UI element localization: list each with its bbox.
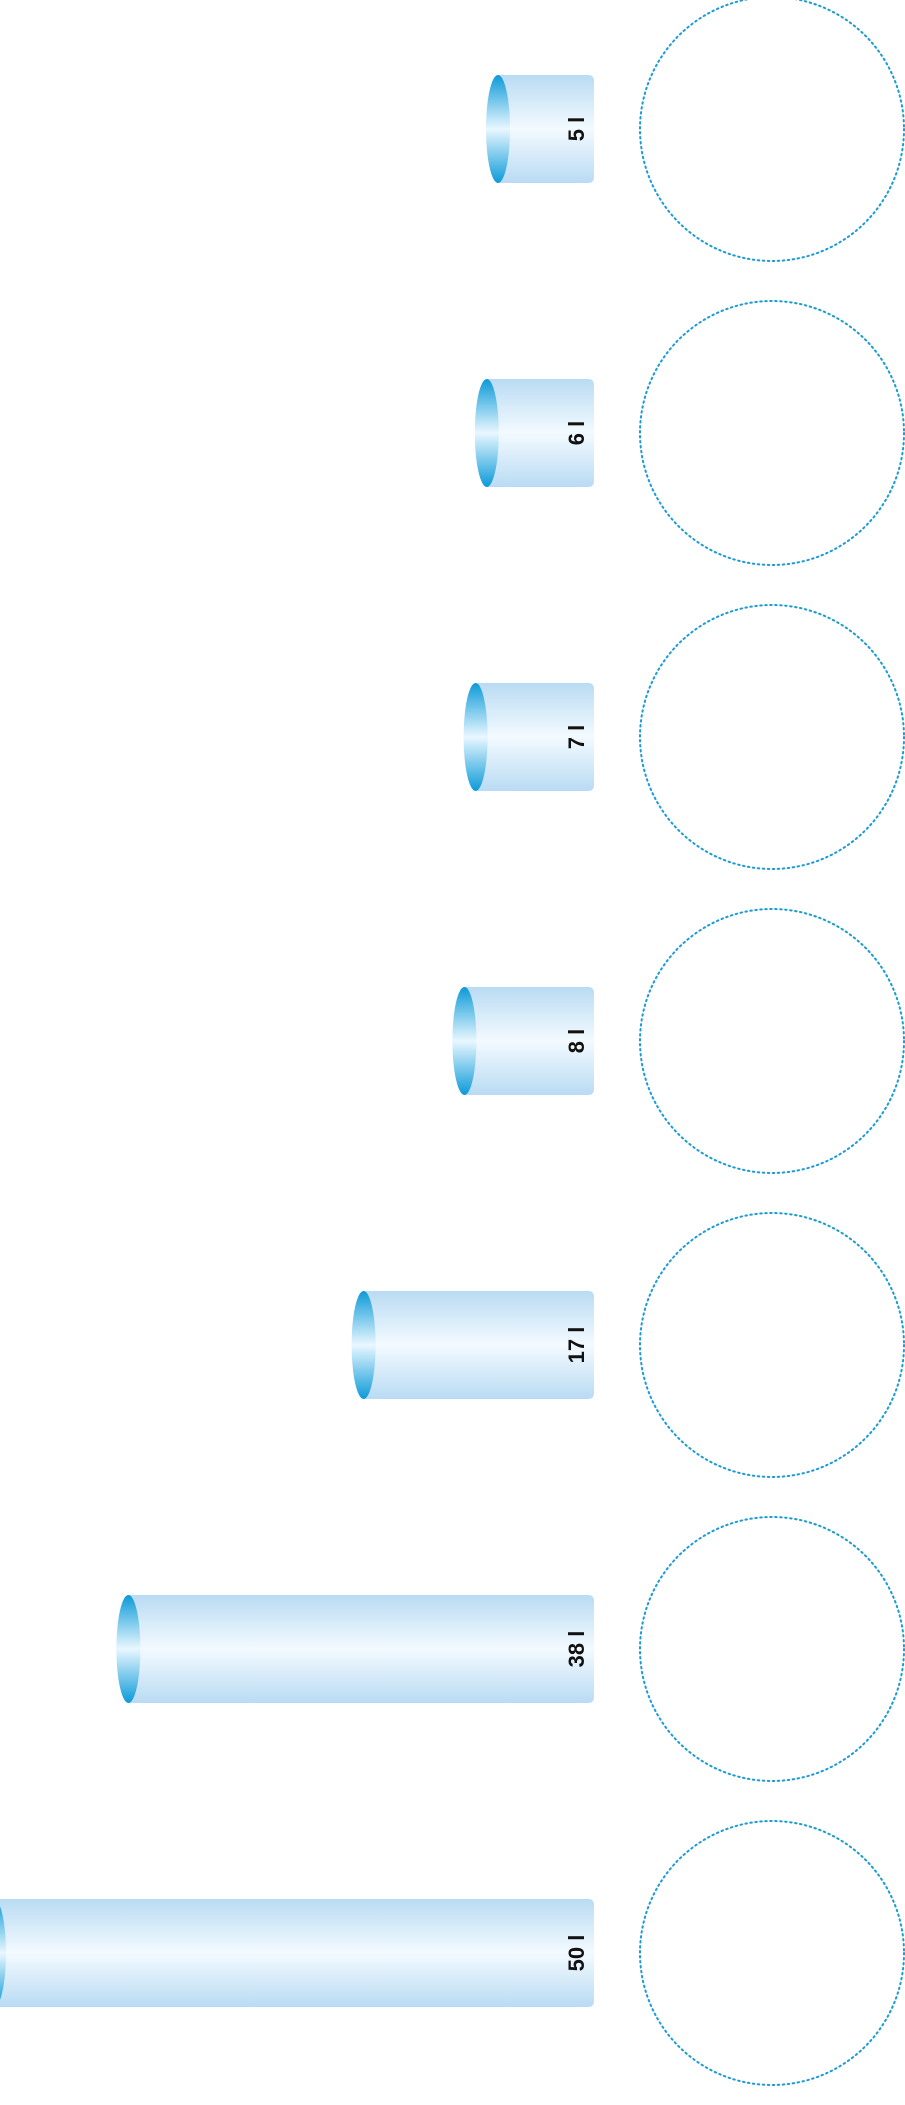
bar-label: 5 l <box>564 117 589 141</box>
dotted-circle <box>639 1516 905 1782</box>
bar-row: 50 l <box>0 1820 905 2086</box>
bar <box>363 1291 594 1399</box>
bar-cap <box>351 1291 376 1399</box>
dotted-circle <box>639 300 905 566</box>
bar <box>475 683 594 791</box>
bar-cap <box>116 1595 141 1703</box>
dotted-circle <box>639 1212 905 1478</box>
bar-row: 17 l <box>351 1212 905 1478</box>
bar-row: 6 l <box>474 300 905 566</box>
bar-label: 7 l <box>564 725 589 749</box>
bar-cap <box>486 75 510 183</box>
bar <box>486 379 594 487</box>
bar-cap <box>463 683 488 791</box>
bar <box>498 75 594 183</box>
dotted-circle <box>639 0 905 262</box>
bar <box>464 987 594 1095</box>
dotted-circle <box>639 908 905 1174</box>
bar-row: 38 l <box>116 1516 905 1782</box>
bar-label: 8 l <box>564 1029 589 1053</box>
bar-row: 8 l <box>452 908 905 1174</box>
dotted-circle <box>639 1820 905 2086</box>
bar-row: 5 l <box>486 0 905 262</box>
bar-label: 17 l <box>564 1327 589 1364</box>
bar-cap <box>452 987 477 1095</box>
bar <box>0 1899 594 2007</box>
bar <box>128 1595 594 1703</box>
bar-row: 7 l <box>463 604 905 870</box>
bar-label: 38 l <box>564 1631 589 1668</box>
dotted-circle <box>639 604 905 870</box>
bar-cap <box>474 379 499 487</box>
bar-cap <box>0 1906 6 2000</box>
bar-label: 6 l <box>564 421 589 445</box>
bar-label: 50 l <box>564 1935 589 1972</box>
